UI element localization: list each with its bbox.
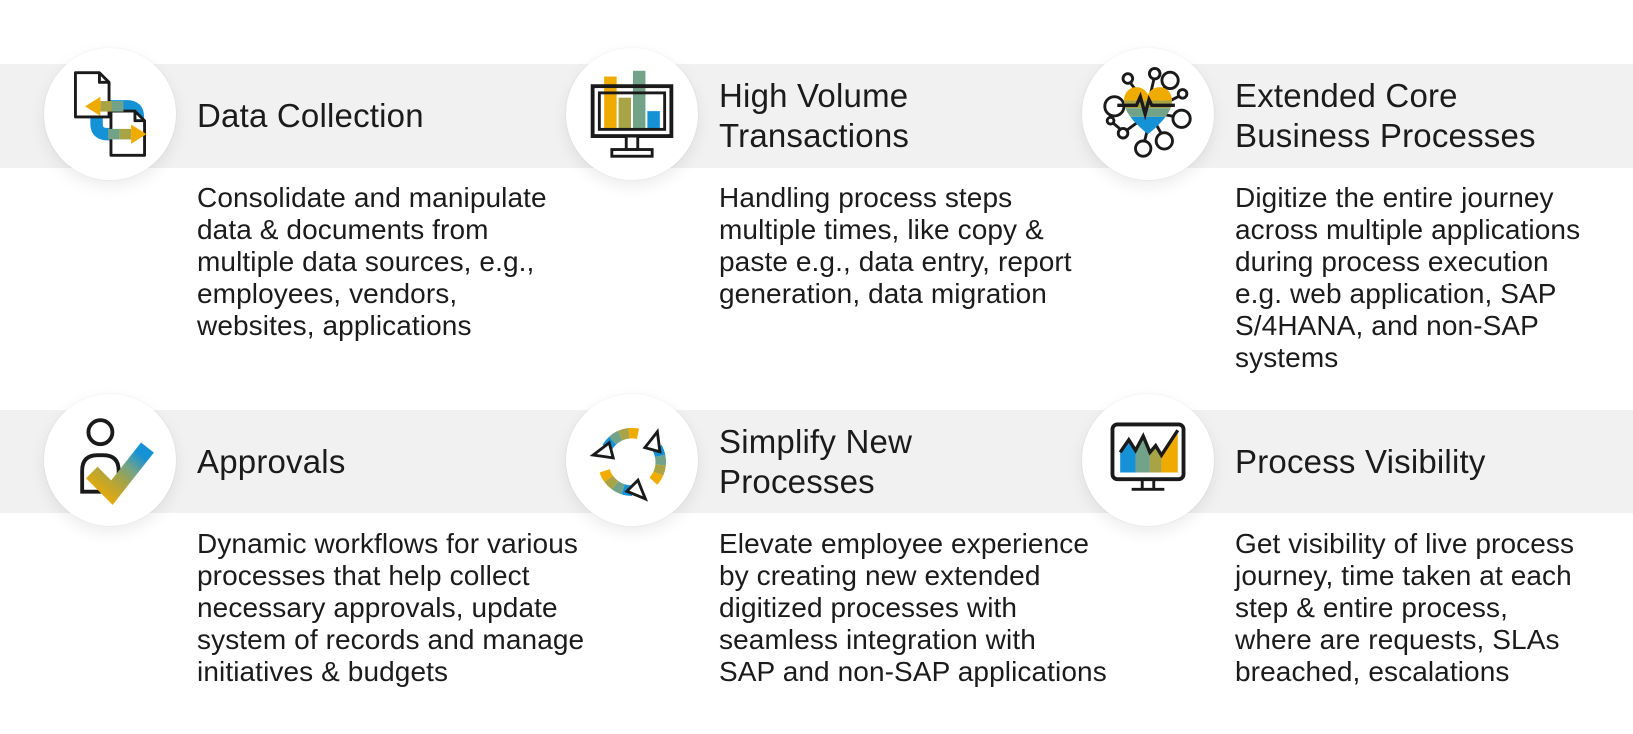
process-visibility-icon-badge (1082, 394, 1214, 526)
card-title: High Volume Transactions (719, 77, 910, 154)
extended-core-icon-badge (1082, 48, 1214, 180)
simplify-icon-badge (566, 394, 698, 526)
documents-exchange-icon (74, 71, 147, 157)
card-title: Data Collection (197, 97, 424, 134)
card-title: Extended Core Business Processes (1235, 77, 1536, 154)
card-description: Digitize the entire journey across multi… (1235, 182, 1581, 373)
card-description: Get visibility of live process journey, … (1235, 528, 1575, 687)
row-band-top (0, 64, 1633, 168)
card-title: Simplify New Processes (719, 423, 913, 500)
bar-chart-monitor-icon (590, 70, 674, 158)
card-title: Process Visibility (1235, 443, 1486, 480)
card-description: Handling process steps multiple times, l… (719, 182, 1072, 309)
high-volume-icon-badge (566, 48, 698, 180)
approvals-icon-badge (44, 394, 176, 526)
person-checkmark-icon (80, 418, 154, 505)
data-collection-icon-badge (44, 48, 176, 180)
card-description: Consolidate and manipulate data & docume… (197, 182, 547, 341)
row-band-bottom (0, 410, 1633, 513)
card-description: Elevate employee experience by creating … (719, 528, 1107, 687)
cycle-arrows-icon (590, 427, 680, 508)
card-description: Dynamic workflows for various processes … (197, 528, 585, 687)
card-title: Approvals (197, 443, 346, 480)
network-heart-icon (1103, 66, 1192, 158)
area-chart-monitor-icon (1110, 422, 1186, 491)
